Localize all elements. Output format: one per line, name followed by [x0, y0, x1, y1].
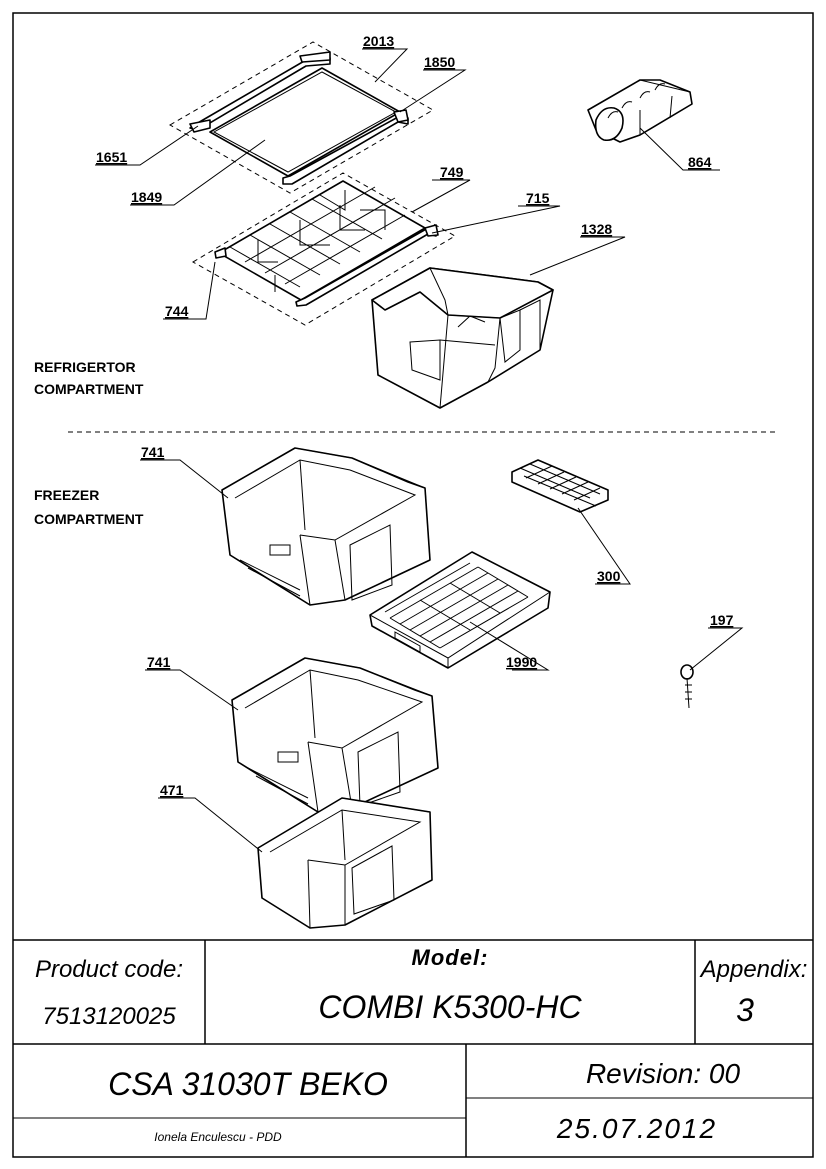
product-code-label: Product code:	[35, 956, 183, 983]
model-label: Model:	[412, 945, 489, 970]
callout-197: 197	[710, 612, 734, 628]
part-864-egg-holder	[587, 79, 693, 143]
callout-715: 715	[526, 190, 550, 206]
author: Ionela Enculescu - PDD	[154, 1130, 282, 1144]
part-300-ice-tray	[511, 459, 609, 513]
title-block: Product code: 7513120025 Model: COMBI K5…	[13, 939, 813, 1157]
callout-1651: 1651	[96, 149, 127, 165]
model-value: COMBI K5300-HC	[318, 989, 582, 1025]
callout-864: 864	[688, 154, 712, 170]
callout-744: 744	[165, 303, 189, 319]
appendix-value: 3	[736, 992, 754, 1028]
drawing-date: 25.07.2012	[556, 1113, 717, 1144]
callout-741-top: 741	[141, 444, 165, 460]
label-refrigerator-compartment-line2: COMPARTMENT	[34, 381, 144, 397]
revision: Revision: 00	[586, 1058, 741, 1089]
part-1990-freezer-tray	[369, 551, 551, 669]
callout-471: 471	[160, 782, 184, 798]
part-741-freezer-drawer-top	[221, 447, 431, 606]
part-1328-crisper-drawer	[371, 267, 554, 409]
part-471-bottom-drawer	[257, 797, 433, 929]
product-code-value: 7513120025	[42, 1003, 176, 1030]
callout-1849: 1849	[131, 189, 162, 205]
callout-749: 749	[440, 164, 464, 180]
callout-741-middle: 741	[147, 654, 171, 670]
callout-2013: 2013	[363, 33, 394, 49]
csa-code: CSA 31030T BEKO	[108, 1066, 388, 1102]
callout-1328: 1328	[581, 221, 612, 237]
label-freezer-compartment-line2: COMPARTMENT	[34, 511, 144, 527]
callout-1850: 1850	[424, 54, 455, 70]
part-2013-glass-shelf	[168, 41, 435, 194]
appendix-label: Appendix:	[699, 956, 808, 983]
part-741-freezer-drawer-middle	[231, 657, 439, 813]
leader-lines	[95, 48, 744, 853]
label-refrigerator-compartment-line1: REFRIGERTOR	[34, 359, 136, 375]
part-749-glass-shelf	[192, 172, 456, 326]
label-freezer-compartment-line1: FREEZER	[34, 487, 99, 503]
callout-1990: 1990	[506, 654, 537, 670]
part-197-pin	[680, 664, 694, 709]
callout-300: 300	[597, 568, 621, 584]
sheet-border	[12, 12, 814, 1158]
